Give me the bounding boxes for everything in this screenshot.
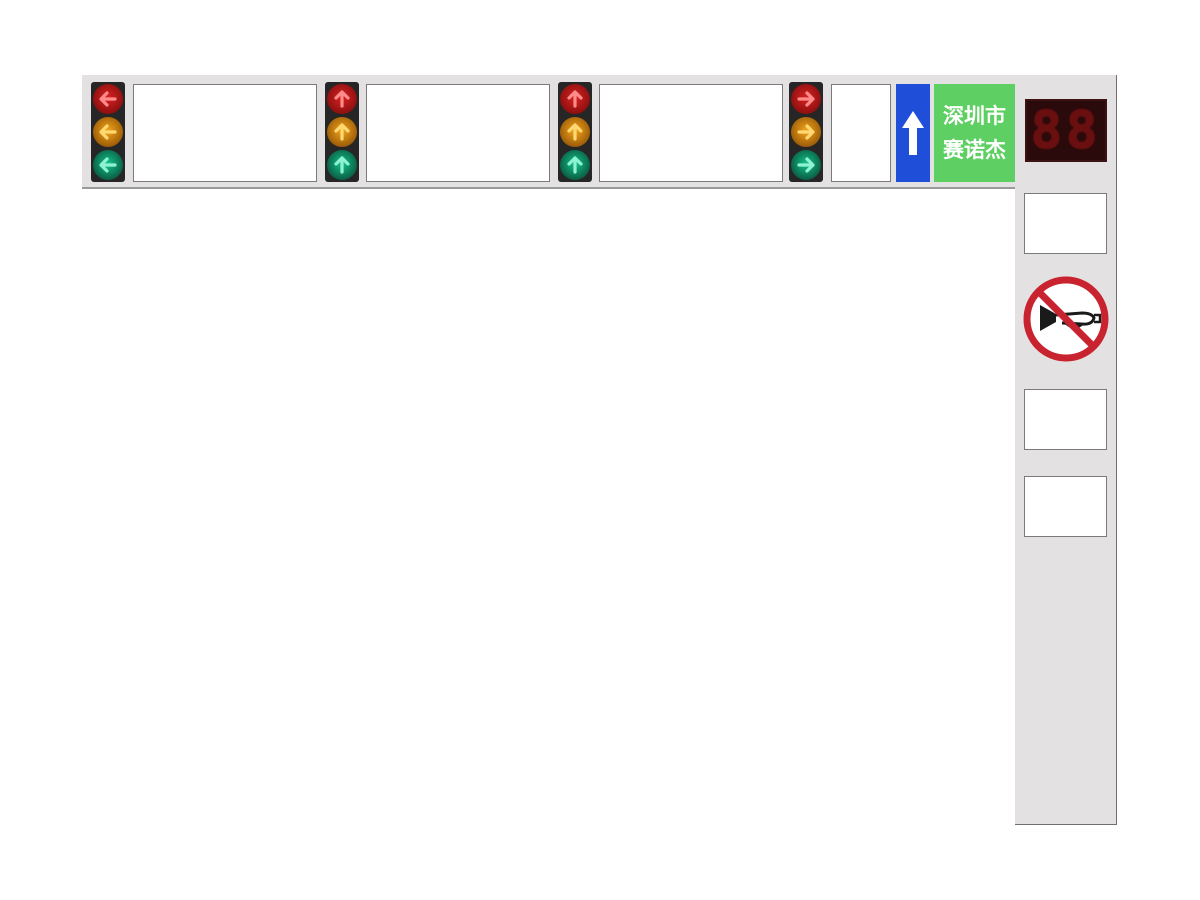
yellow-up-arrow-icon <box>560 117 590 147</box>
sign-panel-1 <box>133 84 317 182</box>
sign-panel-3 <box>599 84 783 182</box>
signal-head-straight-2[interactable] <box>558 82 592 182</box>
yellow-right-arrow-icon <box>791 117 821 147</box>
countdown-digits: 88 <box>1030 100 1102 161</box>
arrow-up-icon <box>902 111 924 155</box>
text-sign-line-2: 赛诺杰 <box>943 138 1006 162</box>
straight-ahead-sign[interactable] <box>896 84 930 182</box>
green-right-arrow-icon <box>791 150 821 180</box>
sign-panel-2 <box>366 84 550 182</box>
red-right-arrow-icon <box>791 84 821 114</box>
green-left-arrow-icon <box>93 150 123 180</box>
sign-panel-4 <box>831 84 891 182</box>
green-up-arrow-icon <box>560 150 590 180</box>
green-up-arrow-icon <box>327 150 357 180</box>
pole-panel-2 <box>1024 389 1107 450</box>
red-left-arrow-icon <box>93 84 123 114</box>
signal-head-left[interactable] <box>91 82 125 182</box>
yellow-up-arrow-icon <box>327 117 357 147</box>
yellow-left-arrow-icon <box>93 117 123 147</box>
pole-panel-1 <box>1024 193 1107 254</box>
signal-head-straight-1[interactable] <box>325 82 359 182</box>
signal-head-right[interactable] <box>789 82 823 182</box>
gantry-pole <box>1015 75 1117 825</box>
no-horn-icon[interactable] <box>1022 275 1110 363</box>
pole-panel-3 <box>1024 476 1107 537</box>
red-up-arrow-icon <box>560 84 590 114</box>
countdown-display[interactable]: 88 <box>1025 99 1107 162</box>
text-sign-line-1: 深圳市 <box>943 104 1006 128</box>
red-up-arrow-icon <box>327 84 357 114</box>
company-text-sign: 深圳市 赛诺杰 <box>934 84 1015 182</box>
